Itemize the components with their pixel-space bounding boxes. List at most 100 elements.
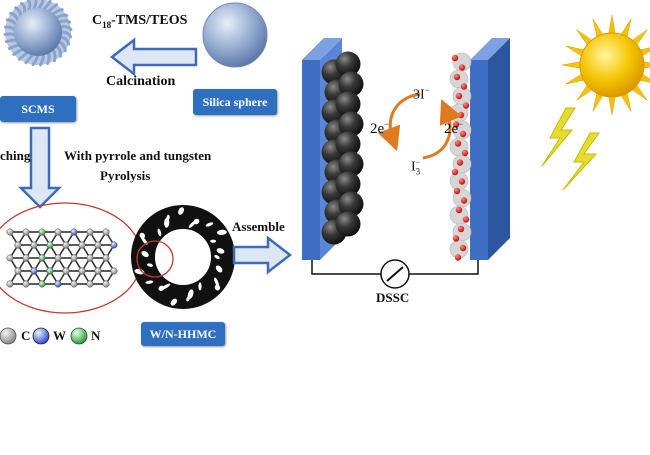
carbon-atom <box>86 228 94 236</box>
catalyst-dot <box>456 159 464 166</box>
catalyst-dot <box>455 92 463 100</box>
carbon-atom <box>102 228 110 236</box>
dark-sphere-layer <box>321 51 364 245</box>
ring-pore <box>214 254 220 260</box>
carbon-atom <box>94 241 102 249</box>
carbon-atom <box>22 280 30 288</box>
ring-pore <box>170 298 178 306</box>
etching-label: ching <box>0 148 31 163</box>
carbon-atom <box>6 254 14 262</box>
catalyst-layer <box>449 52 472 261</box>
dark-sphere <box>335 51 361 77</box>
lightning-bolt-icon <box>541 107 576 167</box>
carbon-atom <box>86 254 94 262</box>
catalyst-dot <box>453 73 461 81</box>
carbon-atom <box>102 280 110 288</box>
carbon-atom <box>6 228 14 236</box>
dark-sphere <box>335 211 361 237</box>
dssc-label: DSSC <box>376 290 410 305</box>
catalyst-dot <box>460 83 468 90</box>
counter-electrode <box>470 38 510 260</box>
ring-pore <box>158 285 165 291</box>
redox-reduced-label: I3− <box>411 157 421 177</box>
carbon-atom <box>70 254 78 262</box>
carbon-atom <box>46 241 54 249</box>
carbon-atom <box>54 228 62 236</box>
carbon-atom <box>78 241 86 249</box>
carbon-atom <box>30 241 38 249</box>
carbon-atom <box>54 280 62 288</box>
legend-c-label: C <box>21 328 31 343</box>
catalyst-dot <box>453 187 461 195</box>
carbon-atom <box>46 267 54 275</box>
catalyst-dot <box>454 254 462 261</box>
doping-label-line1: With pyrrole and tungsten <box>64 148 212 163</box>
ring-pore <box>157 228 162 237</box>
catalyst-dot <box>461 149 469 157</box>
load-needle <box>386 266 404 282</box>
catalyst-dot <box>458 178 466 185</box>
catalyst-dot <box>457 111 465 119</box>
catalyst-dot <box>458 64 466 71</box>
redox-arrow-right <box>422 98 462 160</box>
carbon-atom <box>70 280 78 288</box>
catalyst-dot <box>459 130 467 138</box>
ring-pore <box>140 236 148 245</box>
ring-pore <box>134 268 145 275</box>
catalyst-dot <box>462 216 470 223</box>
doping-label-line2: Pyrolysis <box>100 168 151 183</box>
carbon-atom <box>78 267 86 275</box>
synthesis-arrow <box>17 126 63 209</box>
sun-ray <box>561 61 583 69</box>
sun-ray <box>608 14 616 36</box>
ring-pore <box>216 248 225 254</box>
lightning-bolt-icon <box>562 132 600 191</box>
catalyst-dot <box>457 225 465 233</box>
ring-pore <box>198 282 202 291</box>
scms-sphere <box>3 0 73 67</box>
carbon-atom <box>6 280 14 288</box>
carbon-atom <box>14 241 22 249</box>
catalyst-dot <box>451 54 459 62</box>
ring-pore <box>214 284 221 291</box>
calcination-label: Calcination <box>106 74 176 89</box>
redox-arrow-left <box>377 92 421 152</box>
electron-right-label: 2e− <box>444 119 464 137</box>
carbon-atom <box>62 241 70 249</box>
legend-w-label: W <box>53 328 66 343</box>
carbon-atom <box>110 267 118 275</box>
calcination-arrow <box>109 37 198 77</box>
ring-pore <box>178 207 185 215</box>
sun-icon <box>561 14 650 116</box>
ring-pore <box>193 218 200 225</box>
ring-pore <box>147 263 153 267</box>
catalyst-dot <box>452 235 460 242</box>
carbon-atom <box>54 254 62 262</box>
carbon-atom <box>110 241 118 249</box>
dark-sphere <box>338 71 364 97</box>
ring-pore <box>215 265 223 273</box>
ring-pore <box>145 280 154 284</box>
carbon-atom <box>102 254 110 262</box>
carbon-atom <box>86 280 94 288</box>
carbon-atom <box>38 228 46 236</box>
carbon-atom <box>22 254 30 262</box>
carbon-atom <box>38 280 46 288</box>
assemble-label: Assemble <box>232 219 285 234</box>
ring-pore <box>141 250 149 258</box>
carbon-atom <box>94 267 102 275</box>
legend-c-sphere <box>0 327 17 345</box>
catalyst-dot <box>462 102 470 109</box>
assemble-arrow <box>232 235 293 275</box>
dark-sphere <box>335 91 361 117</box>
dark-sphere <box>338 151 364 177</box>
template-reagents-label: C18-TMS/TEOS <box>92 13 188 30</box>
ring-pore <box>205 222 214 227</box>
ring-pore <box>216 229 227 236</box>
dark-sphere <box>335 131 361 157</box>
carbon-atom <box>22 228 30 236</box>
circuit-wire <box>311 260 479 275</box>
catalyst-dot <box>459 244 467 252</box>
